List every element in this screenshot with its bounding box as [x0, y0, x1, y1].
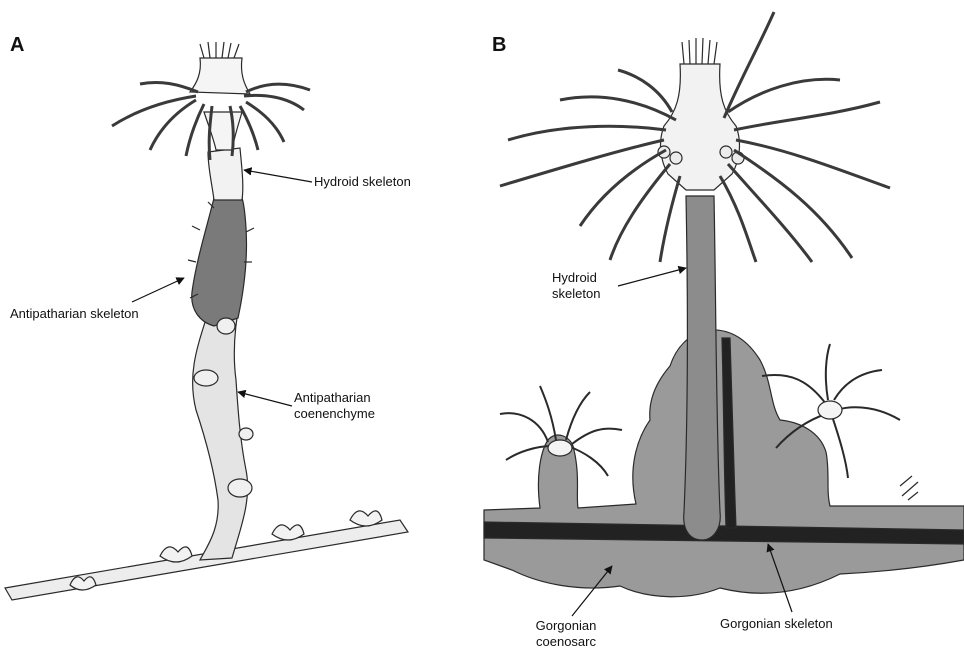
- panel-a-letter: A: [10, 34, 24, 57]
- oral-tentacles-b: [682, 38, 717, 64]
- label-gorgonian-coenosarc-line1: Gorgonian: [524, 618, 608, 634]
- label-hydroid-skeleton-a: Hydroid skeleton: [314, 174, 411, 190]
- arrow-hydroid-skeleton-b: [618, 268, 686, 286]
- label-gorgonian-skeleton: Gorgonian skeleton: [720, 616, 833, 632]
- hydroid-skeleton-shape-b: [684, 196, 721, 540]
- panel-b-illustration: [484, 12, 964, 597]
- arrow-hydroid-skeleton-a: [244, 170, 312, 182]
- hydroid-skeleton-shape-a: [208, 148, 243, 200]
- antipatharian-coenenchyme-shape: [193, 300, 248, 560]
- hydranth-body-a: [190, 58, 250, 94]
- label-antipatharian-coenenchyme-line1: Antipatharian: [294, 390, 371, 406]
- arrow-antipatharian-skeleton: [132, 278, 184, 302]
- label-hydroid-skeleton-b-line2: skeleton: [552, 286, 600, 302]
- oral-tentacles-a: [200, 42, 239, 58]
- label-hydroid-skeleton-b-line1: Hydroid: [552, 270, 597, 286]
- hydranth-body-b: [661, 64, 740, 190]
- label-gorgonian-coenosarc-line2: coenosarc: [524, 634, 608, 650]
- arrow-antipatharian-coenenchyme: [238, 392, 292, 406]
- antipatharian-skeleton-shape: [192, 198, 247, 326]
- panel-b-letter: B: [492, 34, 506, 57]
- artist-signature: [900, 476, 918, 500]
- tentacles-a: [112, 82, 310, 160]
- label-antipatharian-coenenchyme-line2: coenenchyme: [294, 406, 375, 422]
- label-antipatharian-skeleton: Antipatharian skeleton: [10, 306, 139, 322]
